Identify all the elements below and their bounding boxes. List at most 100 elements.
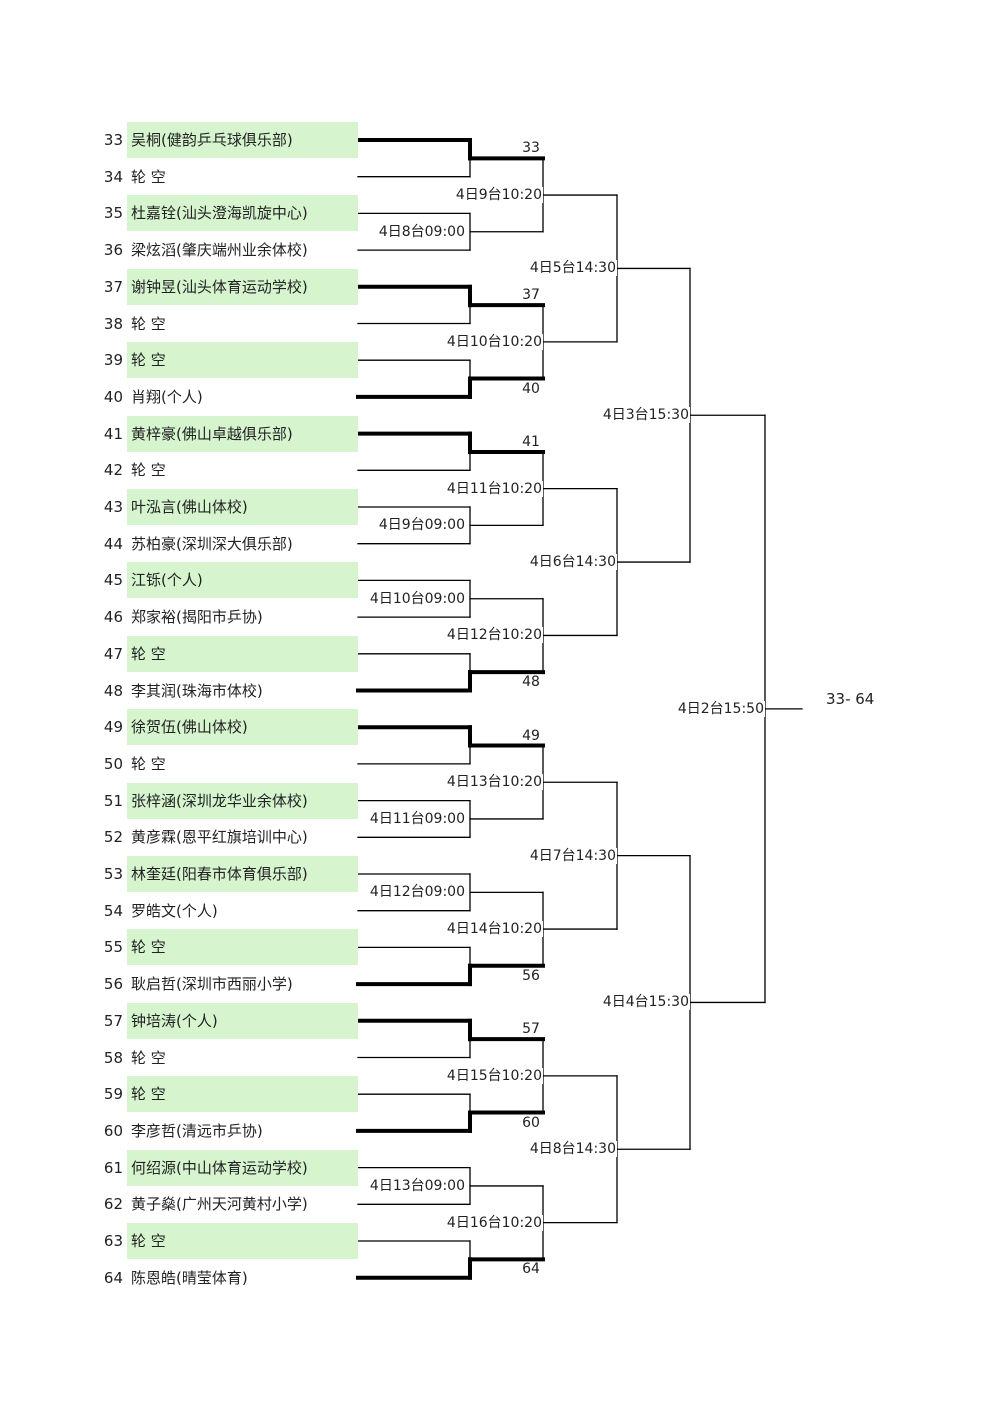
player-seed: 55	[103, 938, 123, 957]
player-seed: 57	[103, 1011, 123, 1030]
player-name: 苏柏豪(深圳深大俱乐部)	[131, 534, 293, 553]
match-time-label: 4日9台09:00	[377, 517, 466, 534]
match-time-label: 4日5台14:30	[528, 260, 617, 277]
player-name: 轮 空	[131, 314, 166, 333]
player-name: 张梓涵(深圳龙华业余体校)	[127, 782, 358, 819]
player-name: 肖翔(个人)	[131, 387, 203, 406]
player-name: 林奎廷(阳春市体育俱乐部)	[127, 856, 358, 892]
player-seed: 63	[103, 1232, 123, 1250]
player-name: 罗皓文(个人)	[131, 901, 218, 920]
player-name: 何绍源(中山体育运动学校)	[127, 1149, 358, 1186]
player-name: 杜嘉铨(汕头澄海凯旋中心)	[127, 195, 358, 232]
player-seed: 53	[103, 865, 123, 883]
player-seed: 37	[103, 277, 123, 296]
match-time-label: 4日13台10:20	[445, 774, 543, 791]
player-name: 黄彦霖(恩平红旗培训中心)	[131, 828, 308, 847]
player-name: 陈恩皓(晴莹体育)	[131, 1268, 248, 1287]
match-time-label: 4日14台10:20	[445, 921, 543, 938]
advance-seed-label: 41	[522, 433, 540, 450]
player-name: 轮 空	[127, 635, 358, 672]
player-seed: 52	[103, 828, 123, 847]
player-seed: 33	[103, 131, 123, 149]
match-time-label: 4日15台10:20	[445, 1067, 543, 1084]
player-row: 50 轮 空	[95, 746, 360, 782]
player-seed: 56	[103, 975, 123, 994]
match-time-label: 4日8台09:00	[377, 223, 466, 240]
player-seed: 51	[103, 791, 123, 810]
player-seed: 43	[103, 498, 123, 516]
player-name: 轮 空	[127, 1223, 358, 1259]
player-name: 吴桐(健韵乒乓球俱乐部)	[127, 122, 358, 158]
player-seed: 42	[103, 461, 123, 480]
player-seed: 50	[103, 754, 123, 773]
player-seed: 41	[103, 424, 123, 443]
player-row: 36 梁炫滔(肇庆端州业余体校)	[95, 232, 360, 268]
player-seed: 59	[103, 1085, 123, 1104]
player-seed: 45	[103, 571, 123, 590]
player-seed: 38	[103, 314, 123, 333]
player-name: 耿启哲(深圳市西丽小学)	[131, 975, 293, 994]
advance-seed-label: 60	[522, 1114, 540, 1131]
final-match-label: 4日2台15:50	[676, 700, 765, 717]
player-name: 江铄(个人)	[127, 562, 358, 599]
match-time-label: 4日4台15:30	[601, 994, 690, 1011]
player-name: 轮 空	[127, 342, 358, 379]
player-row: 38 轮 空	[95, 306, 360, 342]
player-name: 梁炫滔(肇庆端州业余体校)	[131, 241, 308, 260]
player-seed: 36	[103, 241, 123, 260]
match-time-label: 4日10台09:00	[368, 590, 466, 607]
player-seed: 35	[103, 204, 123, 223]
player-name: 轮 空	[127, 1076, 358, 1113]
match-time-label: 4日13台09:00	[368, 1177, 466, 1194]
player-seed: 34	[103, 167, 123, 186]
player-seed: 64	[103, 1268, 123, 1287]
player-name: 轮 空	[131, 754, 166, 773]
player-name: 叶泓言(佛山体校)	[127, 489, 358, 525]
match-time-label: 4日10台10:20	[445, 333, 543, 350]
player-name: 李彦哲(清远市乒协)	[131, 1121, 263, 1140]
player-seed: 39	[103, 351, 123, 370]
match-time-label: 4日16台10:20	[445, 1214, 543, 1231]
player-row: 56 耿启哲(深圳市西丽小学)	[95, 966, 360, 1002]
player-seed: 54	[103, 901, 123, 920]
advance-seed-label: 57	[522, 1021, 540, 1038]
bracket-range-label: 33- 64	[826, 690, 875, 708]
player-name: 郑家裕(揭阳市乒协)	[131, 608, 263, 627]
match-time-label: 4日11台09:00	[368, 810, 466, 827]
match-time-label: 4日9台10:20	[454, 187, 543, 204]
advance-seed-label: 33	[522, 140, 540, 157]
player-name: 钟培涛(个人)	[127, 1002, 358, 1039]
player-seed: 40	[103, 387, 123, 406]
match-time-label: 4日12台09:00	[368, 884, 466, 901]
advance-seed-label: 40	[522, 380, 540, 397]
player-name: 轮 空	[131, 167, 166, 186]
advance-seed-label: 64	[522, 1261, 540, 1278]
player-name: 轮 空	[127, 929, 358, 966]
advance-seed-label: 49	[522, 727, 540, 744]
advance-seed-label: 48	[522, 674, 540, 691]
advance-seed-label: 56	[522, 967, 540, 984]
player-row: 64 陈恩皓(晴莹体育)	[95, 1260, 360, 1296]
player-row: 34 轮 空	[95, 159, 360, 195]
match-time-label: 4日11台10:20	[445, 480, 543, 497]
player-seed: 46	[103, 608, 123, 627]
